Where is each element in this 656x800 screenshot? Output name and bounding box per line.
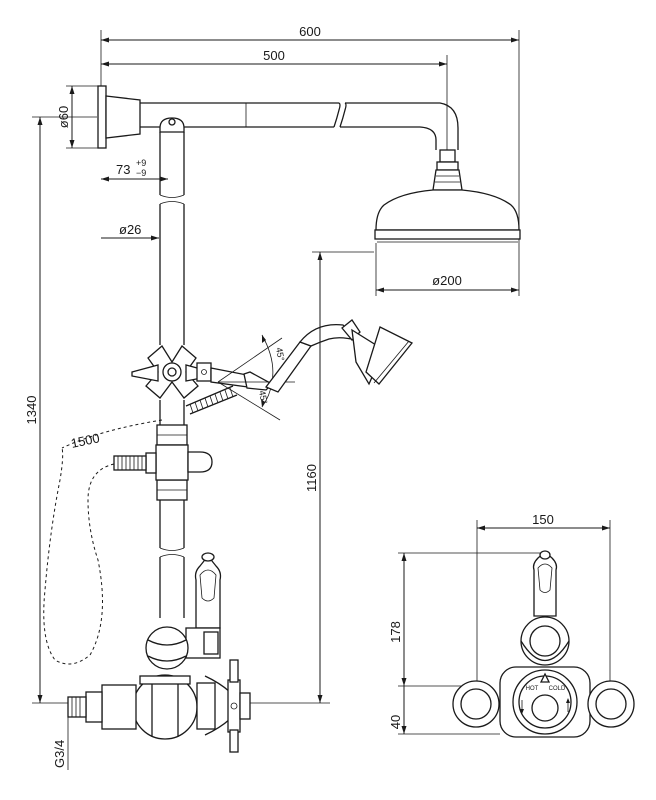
diverter-unit: [145, 424, 213, 501]
hot-label: HOT: [526, 686, 539, 692]
hose-coil-upper: [185, 385, 238, 415]
hand-shower: [264, 319, 414, 393]
dim-73-tol-plus: +9: [136, 158, 146, 168]
dim-178-label: 178: [388, 621, 403, 643]
valve-lever-handle: [194, 552, 222, 629]
wall-flange: [97, 85, 141, 149]
inlet-thread-dimension: G3/4: [52, 717, 69, 770]
dim-1340-label: 1340: [24, 396, 39, 425]
dimension-600: 600: [100, 24, 520, 296]
dim-150-label: 150: [532, 512, 554, 527]
dim-73-label: 73: [116, 162, 130, 177]
riser-pipe: [159, 132, 185, 618]
dimension-riser: ø26: [101, 222, 159, 241]
hose-loop: [43, 447, 115, 665]
angle-upper-label: 45°: [274, 347, 286, 363]
dim-1500-label: 1500: [70, 430, 101, 451]
riser-top-cap: [159, 117, 185, 133]
hand-shower-bracket: [210, 367, 274, 391]
dimension-wall-offset: 73 +9 −9: [101, 158, 168, 182]
dimension-head: ø200: [375, 243, 519, 296]
angle-lower-label: 45°: [257, 390, 269, 406]
hose-length-dimension: 1500: [61, 419, 163, 451]
dim-73-tol-minus: −9: [136, 168, 146, 178]
dim-40-label: 40: [388, 715, 403, 729]
dim-500-label: 500: [263, 48, 285, 63]
dimension-500: 500: [101, 48, 448, 150]
dimension-total-height: 1340: [24, 116, 97, 704]
holder-cross-handle: [131, 345, 213, 399]
dim-1160-label: 1160: [304, 464, 319, 492]
dimension-valve-width: 150: [476, 512, 611, 705]
cold-label: COLD: [549, 686, 566, 692]
dim-g34-label: G3/4: [52, 740, 67, 768]
dim-26-label: ø26: [119, 222, 141, 237]
dim-200-label: ø200: [432, 273, 462, 288]
shower-arm: [140, 102, 459, 150]
dimension-valve-height: 178 40: [388, 552, 540, 735]
valve-body-side: [132, 626, 221, 740]
dim-600-label: 600: [299, 24, 321, 39]
valve-inlet-nut: [67, 684, 137, 730]
shower-head: [374, 149, 521, 243]
dimension-holder-height: 1160: [250, 251, 374, 704]
valve-flow-handle-side: [196, 659, 251, 753]
valve-front-view: HOT COLD: [452, 550, 635, 738]
hose-outlet-coil: [113, 455, 147, 471]
